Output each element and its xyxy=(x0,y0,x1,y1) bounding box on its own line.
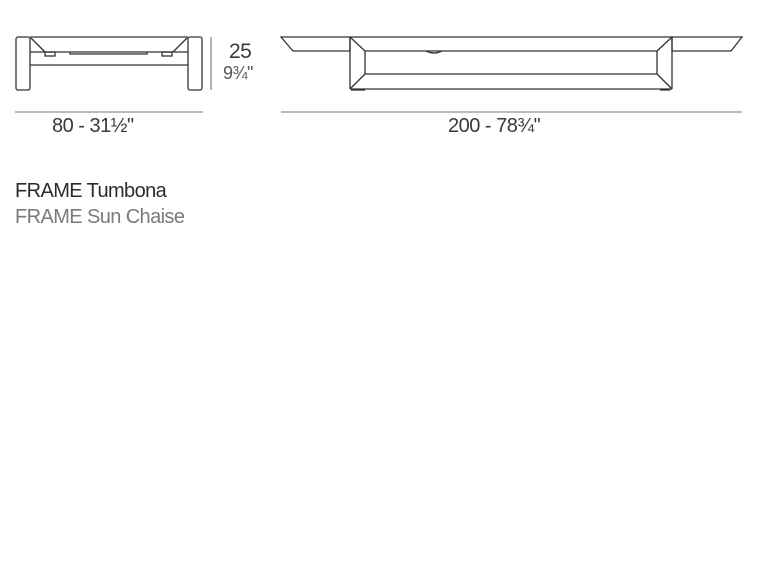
right-leg xyxy=(187,36,203,91)
front-view xyxy=(15,36,203,91)
height-in-label: 9¾" xyxy=(223,63,253,83)
left-leg xyxy=(15,36,31,91)
length-label: 200 - 78¾" xyxy=(448,115,541,137)
side-view xyxy=(279,36,744,91)
height-cm-label: 25 xyxy=(229,40,252,63)
width-label: 80 - 31½" xyxy=(52,115,134,137)
product-name-es: FRAME Tumbona xyxy=(15,180,167,202)
product-name-en: FRAME Sun Chaise xyxy=(15,206,185,228)
